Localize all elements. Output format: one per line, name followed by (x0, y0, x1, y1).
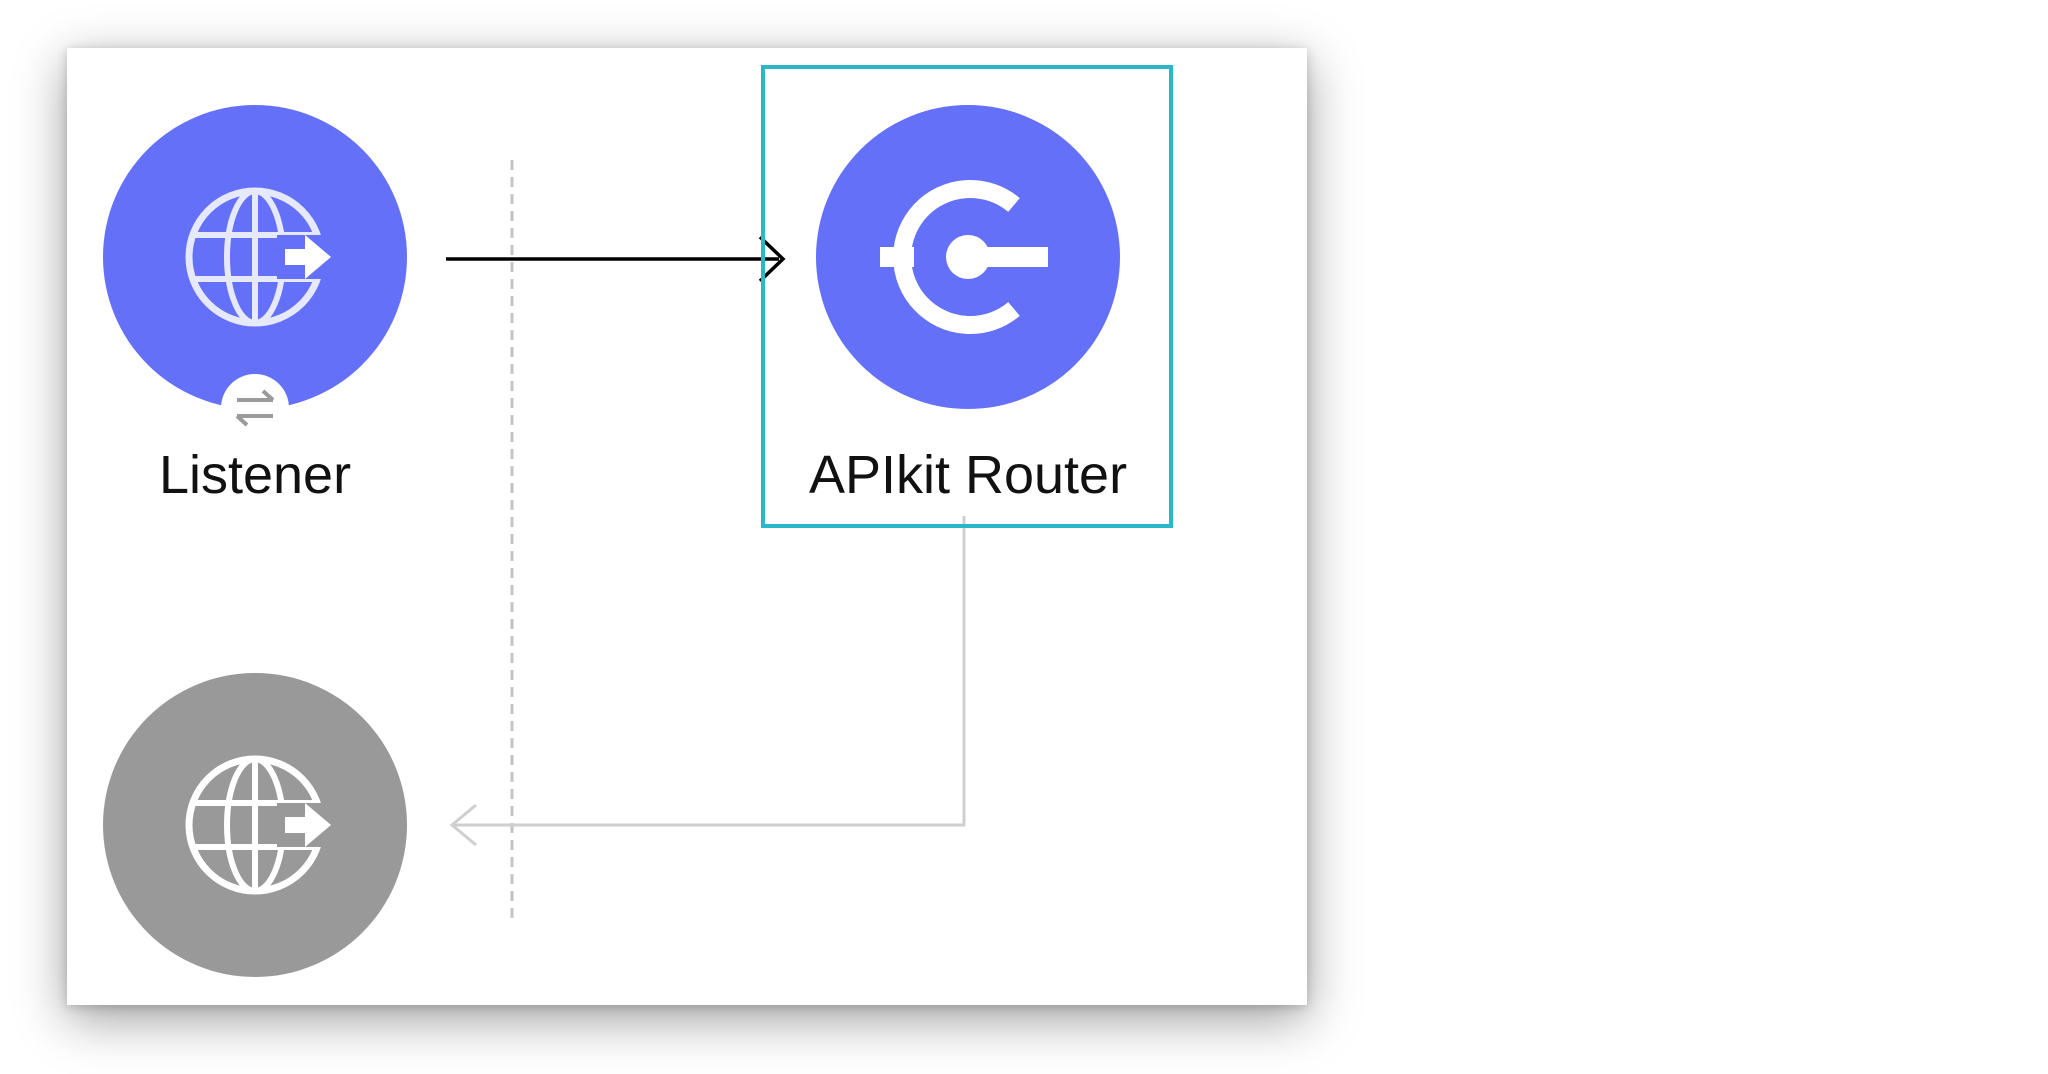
globe-arrow-icon (185, 187, 333, 327)
request-arrowhead (758, 235, 786, 283)
apikit-router-selection-frame[interactable] (761, 65, 1173, 528)
return-arrowhead (449, 803, 477, 847)
globe-arrow-icon (185, 755, 333, 895)
apikit-router-node-circle[interactable] (816, 105, 1120, 409)
router-c-icon (880, 180, 1048, 334)
flow-diagram (103, 105, 1120, 977)
flow-canvas: Listener APIkit Router (67, 48, 1307, 1005)
listener-node-circle[interactable] (103, 105, 407, 442)
response-node-circle[interactable] (103, 673, 407, 977)
listener-label: Listener (158, 445, 352, 505)
apikit-router-label: APIkit Router (808, 445, 1128, 505)
exchange-arrows-icon (221, 374, 289, 442)
return-path-line (454, 516, 966, 827)
